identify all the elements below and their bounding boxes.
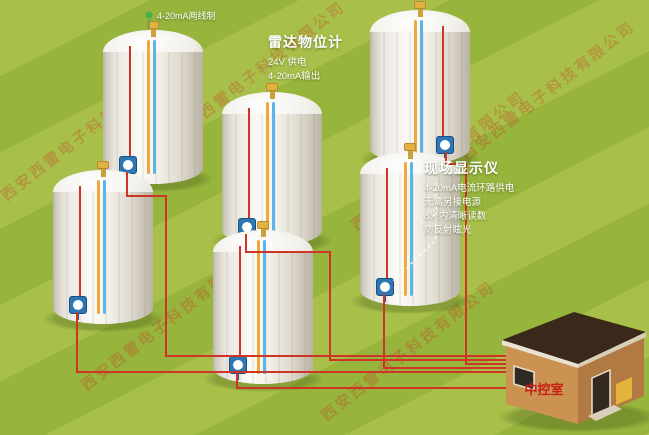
wire-type-label: 4-20mA两线制 xyxy=(157,11,216,21)
wire-type-callout: 4-20mA两线制 xyxy=(157,9,216,22)
field-display-instrument-icon xyxy=(229,356,247,380)
radar-level-sensor-icon xyxy=(257,221,269,237)
watermark: 西安西雷电子科技有限公司 xyxy=(458,18,639,165)
level-pipe-blue xyxy=(103,180,106,314)
level-pipe-blue xyxy=(153,40,156,174)
display-feature: 无需另接电源 xyxy=(424,197,482,208)
level-pipe-orange xyxy=(404,162,407,296)
level-pipe-blue xyxy=(272,102,275,236)
tank-signal-wire xyxy=(442,26,444,142)
building-roof-trim xyxy=(578,332,646,369)
level-pipe-orange xyxy=(414,20,417,154)
display-feature: 4-20mA电流环路供电 xyxy=(424,183,515,194)
tank-signal-wire xyxy=(248,108,250,224)
radar-output-line: 4-20mA输出 xyxy=(268,71,321,82)
wire-callout-dot xyxy=(145,11,153,19)
display-feature: 防反射眩光 xyxy=(424,225,472,236)
ac-unit xyxy=(616,377,632,405)
radar-gauge-title: 雷达物位计 xyxy=(268,34,343,50)
storage-tank xyxy=(93,21,213,192)
level-pipe-orange xyxy=(147,40,150,174)
field-display-title: 现场显示仪 xyxy=(424,160,499,176)
storage-tank xyxy=(212,83,332,254)
tank-signal-wire xyxy=(386,168,388,284)
radar-power-line: 24V 供电 xyxy=(268,57,307,68)
radar-level-sensor-icon xyxy=(147,21,159,37)
radar-level-sensor-icon xyxy=(266,83,278,99)
level-pipe-blue xyxy=(263,240,266,374)
radar-gauge-callout: 雷达物位计 24V 供电 4-20mA输出 xyxy=(268,32,343,84)
building-roof-trim xyxy=(502,340,578,369)
radar-level-sensor-icon xyxy=(404,143,416,159)
level-pipe-orange xyxy=(257,240,260,374)
building-roof xyxy=(502,312,646,364)
level-pipe-blue xyxy=(420,20,423,154)
field-display-instrument-icon xyxy=(69,296,87,320)
building-window xyxy=(513,364,535,392)
level-pipe-orange xyxy=(97,180,100,314)
level-pipe-orange xyxy=(266,102,269,236)
field-display-instrument-icon xyxy=(376,278,394,302)
building-wall-front xyxy=(506,346,578,424)
field-display-callout: 现场显示仪 4-20mA电流环路供电 无需另接电源 8米内清晰读数 防反射眩光 xyxy=(424,158,514,238)
storage-tank xyxy=(43,161,163,332)
storage-tank xyxy=(203,221,323,392)
level-pipe-blue xyxy=(410,162,413,296)
display-feature: 8米内清晰读数 xyxy=(424,211,487,222)
tank-signal-wire xyxy=(79,186,81,302)
radar-level-sensor-icon xyxy=(97,161,109,177)
control-room-label: 中控室 xyxy=(524,382,563,397)
control-room-building: 中控室 xyxy=(502,312,646,424)
storage-tank xyxy=(360,1,480,172)
door-step xyxy=(588,405,622,421)
tank-signal-wire xyxy=(239,246,241,362)
tank-signal-wire xyxy=(129,46,131,162)
radar-level-sensor-icon xyxy=(414,1,426,17)
